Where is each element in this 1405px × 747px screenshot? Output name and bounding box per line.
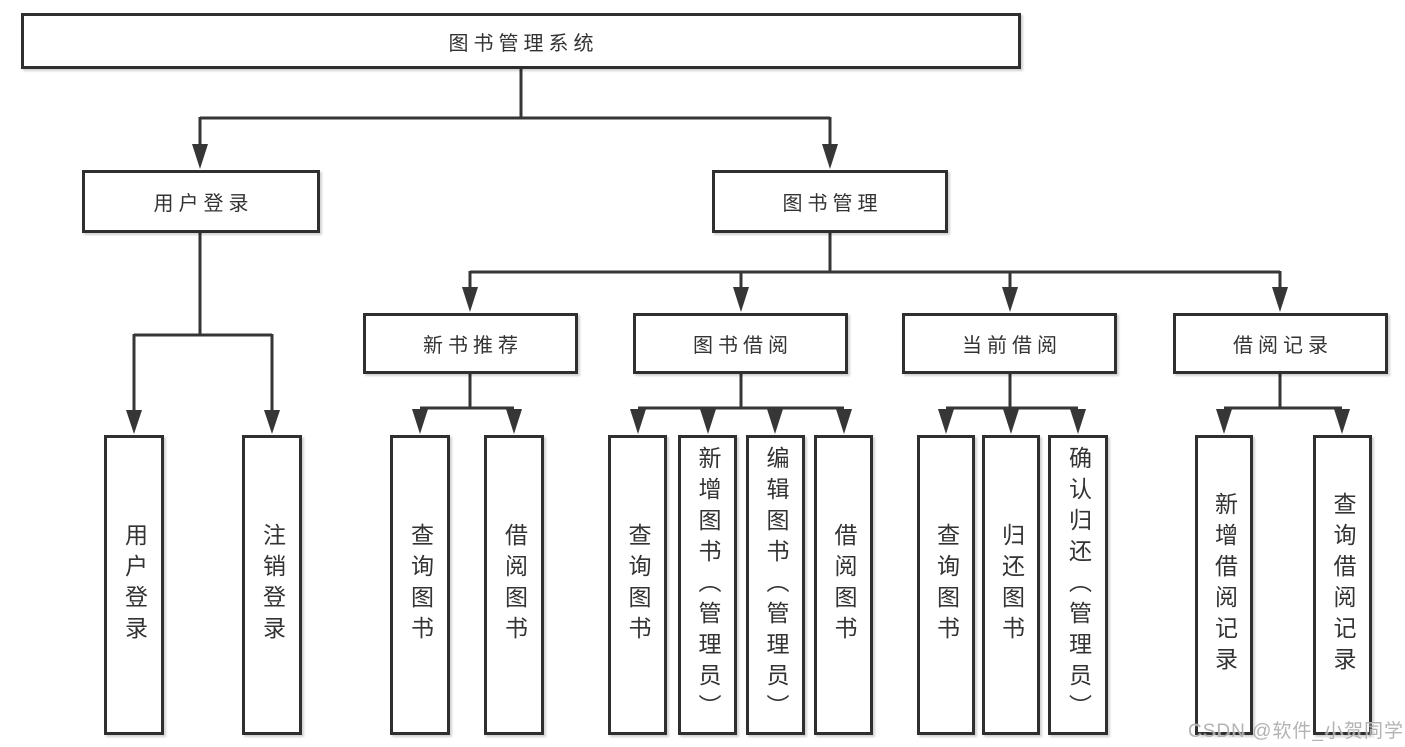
leaf-add-books-admin: 新增图书（管理员） [678,435,737,735]
leaf-query-books-borrowing: 查询图书 [608,435,667,735]
leaf-borrow-books-recommend: 借阅图书 [484,435,544,735]
node-label: 用户登录 [153,193,254,215]
node-label: 借阅记录 [1233,335,1333,357]
leaf-label: 查询借阅记录 [1330,492,1356,678]
leaf-label: 查询图书 [407,523,434,647]
csdn-watermark: CSDN @软件_小贺同学 [1188,721,1404,742]
node-label: 图书借阅 [693,335,793,357]
node-new-book-recommendation: 新书推荐 [363,313,578,374]
leaf-label: 新增图书（管理员） [695,445,721,725]
node-book-borrowing: 图书借阅 [633,313,848,374]
node-label: 图书管理系统 [448,32,599,55]
arrowheads [126,144,1350,434]
leaf-logout: 注销登录 [242,435,302,735]
leaf-label: 借阅图书 [501,523,528,647]
node-book-management: 图书管理 [712,170,948,233]
leaf-return-books: 归还图书 [982,435,1040,735]
leaf-label: 查询图书 [933,523,960,647]
leaf-user-login: 用户登录 [104,435,164,735]
leaf-label: 新增借阅记录 [1211,492,1238,678]
leaf-label: 查询图书 [625,523,651,647]
leaf-edit-books-admin: 编辑图书（管理员） [746,435,805,735]
leaf-query-books-current: 查询图书 [917,435,975,735]
leaf-label: 借阅图书 [831,523,857,647]
node-library-management-system: 图书管理系统 [21,13,1021,69]
leaf-query-books-recommend: 查询图书 [390,435,450,735]
leaf-confirm-return-admin: 确认归还（管理员） [1048,435,1108,735]
node-current-borrowing: 当前借阅 [902,313,1117,374]
leaf-query-borrowing-record: 查询借阅记录 [1313,435,1372,735]
node-label: 新书推荐 [423,335,523,357]
node-borrowing-records: 借阅记录 [1173,313,1388,374]
leaf-borrow-books: 借阅图书 [814,435,873,735]
leaf-label: 确认归还（管理员） [1065,445,1092,725]
leaf-add-borrowing-record: 新增借阅记录 [1195,435,1253,735]
leaf-label: 用户登录 [121,523,148,647]
leaf-label: 注销登录 [259,523,286,647]
leaf-label: 编辑图书（管理员） [763,445,789,725]
node-label: 图书管理 [782,193,883,215]
leaf-label: 归还图书 [998,523,1025,647]
node-label: 当前借阅 [962,335,1062,357]
node-user-login: 用户登录 [82,170,320,233]
